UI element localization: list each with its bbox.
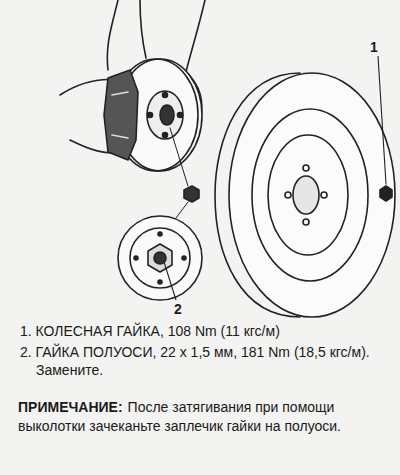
lug-hole [285, 192, 291, 198]
callout-number: 2 [172, 300, 184, 318]
tire [229, 73, 395, 317]
hub-stud [163, 93, 168, 98]
spec-item: 1. КОЛЕСНАЯ ГАЙКА, 108 Nm (11 кгс/м) [20, 322, 400, 340]
inset-stud [158, 232, 162, 236]
inset-stud [134, 256, 138, 260]
assembly-line [170, 128, 188, 186]
note-heading: ПРИМЕЧАНИЕ: [18, 399, 123, 415]
strut-line [186, 0, 205, 72]
lug-hole [303, 165, 309, 171]
rim-edge [252, 109, 368, 281]
lug-hole [321, 192, 327, 198]
brake-caliper [104, 70, 138, 160]
inset-nut [148, 244, 172, 272]
caliper-detail [112, 92, 128, 138]
inset-stud [182, 256, 186, 260]
strut-line [107, 0, 118, 70]
leader-line [378, 56, 386, 184]
strut-line [140, 0, 146, 58]
wheel-nut [380, 186, 392, 201]
wheel-center [293, 176, 319, 214]
spec-item: 2. ГАЙКА ПОЛУОСИ, 22 x 1,5 мм, 181 Nm (1… [20, 343, 376, 379]
inset-hub [118, 216, 202, 300]
leader-line [164, 262, 176, 300]
rim-disc [268, 135, 348, 255]
axle-nut [184, 186, 199, 202]
inset-hub-ring [130, 228, 190, 288]
hub [147, 91, 183, 139]
assembly-line [176, 202, 188, 218]
hub-center [160, 105, 174, 125]
hub-stud [148, 113, 153, 118]
inset-stud [158, 280, 162, 284]
hub-stud [163, 133, 168, 138]
hub-stud [178, 113, 183, 118]
note-block: ПРИМЕЧАНИЕ:После затягивания при помощи … [18, 398, 384, 437]
lug-hole [303, 219, 309, 225]
callout-number: 1 [368, 38, 380, 56]
